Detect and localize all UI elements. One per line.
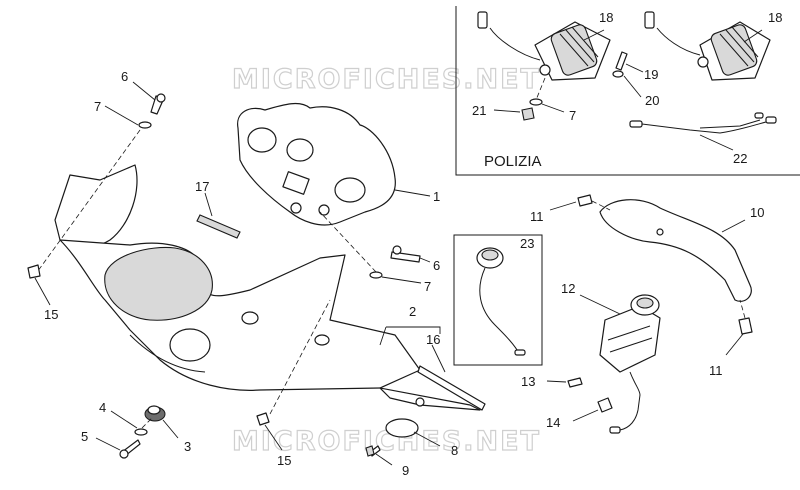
watermark-top: MICROFICHES.NET <box>232 64 541 95</box>
sensor-23 <box>476 247 526 356</box>
screw-5 <box>119 439 141 459</box>
callout-12: 12 <box>561 281 575 296</box>
bracket-10 <box>599 199 752 302</box>
callout-7-right: 7 <box>424 279 431 294</box>
washer-7-inset <box>529 98 543 106</box>
callout-3: 3 <box>184 439 191 454</box>
ignition-switch-12 <box>599 294 661 434</box>
screw-19 <box>615 51 628 71</box>
nut-21 <box>521 107 535 121</box>
instrument-cluster <box>237 102 396 226</box>
callout-20: 20 <box>645 93 659 108</box>
callout-6-right: 6 <box>433 258 440 273</box>
callout-14: 14 <box>546 415 560 430</box>
callout-8: 8 <box>451 443 458 458</box>
clip-15-bottom <box>256 412 270 426</box>
washer-7-top <box>138 121 152 129</box>
screw-13 <box>567 377 583 388</box>
callout-13: 13 <box>521 374 535 389</box>
callout-23: 23 <box>520 236 534 251</box>
callout-1: 1 <box>433 189 440 204</box>
inset-23-frame <box>453 234 543 366</box>
polizia-inset-border <box>455 6 800 176</box>
callout-6-top: 6 <box>121 69 128 84</box>
plate-8 <box>385 418 419 438</box>
screw-11-bottom <box>738 317 753 335</box>
callout-labels: 1 2 3 4 5 6 6 7 7 7 8 9 10 11 11 12 13 1… <box>44 10 782 478</box>
callout-11-bottom: 11 <box>709 363 723 378</box>
callout-2-bracket <box>386 326 441 334</box>
polizia-inset-title: POLIZIA <box>484 153 542 170</box>
connector-14 <box>597 397 613 413</box>
washer-7-right <box>369 271 383 279</box>
callout-18-right: 18 <box>768 10 782 25</box>
screw-9 <box>365 445 381 457</box>
callout-18-left: 18 <box>599 10 613 25</box>
callout-15-left: 15 <box>44 307 58 322</box>
callout-5: 5 <box>81 429 88 444</box>
callout-10: 10 <box>750 205 764 220</box>
rod-17 <box>196 214 241 239</box>
strip-16 <box>417 365 486 411</box>
callout-21: 21 <box>472 103 486 118</box>
headlight-fairing <box>54 164 481 411</box>
callout-22: 22 <box>733 151 747 166</box>
callout-17: 17 <box>195 179 209 194</box>
screw-6-right <box>390 251 421 263</box>
callout-11-top: 11 <box>530 209 544 224</box>
callout-16: 16 <box>426 332 440 347</box>
callout-9: 9 <box>402 463 409 478</box>
callout-19: 19 <box>644 67 658 82</box>
callout-7-inset: 7 <box>569 108 576 123</box>
washer-4 <box>134 428 148 436</box>
polizia-inset: POLIZIA <box>455 6 800 176</box>
grommet-3 <box>144 405 166 422</box>
cable-22 <box>629 112 777 134</box>
callout-2: 2 <box>409 304 416 319</box>
watermark-bottom: MICROFICHES.NET <box>232 426 541 457</box>
callout-15-bottom: 15 <box>277 453 291 468</box>
clip-15-left <box>27 264 41 279</box>
callout-4: 4 <box>99 400 106 415</box>
screw-11-top <box>577 194 593 207</box>
washer-20 <box>612 70 624 78</box>
callout-7-top: 7 <box>94 99 101 114</box>
horn-right <box>644 11 771 81</box>
